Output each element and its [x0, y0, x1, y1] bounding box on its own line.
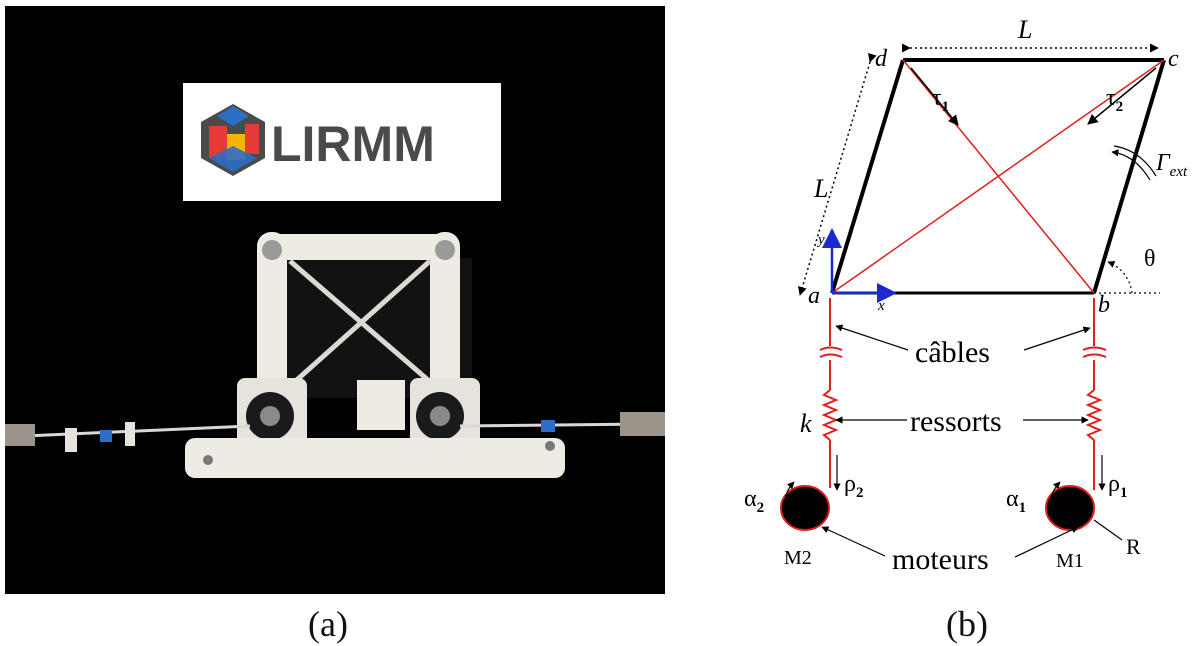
- cables-label: câbles: [915, 336, 990, 369]
- robot-photo-svg: LIRMM: [5, 83, 665, 478]
- x-axis-label: x: [877, 298, 885, 314]
- motor-m2-label: M2: [784, 547, 812, 569]
- lirmm-logo: LIRMM: [183, 83, 501, 201]
- alpha1-arrow: [1050, 481, 1061, 523]
- rho2-label: ρ2: [844, 471, 863, 501]
- y-axis-label: y: [816, 232, 825, 248]
- theta-label: θ: [1144, 246, 1156, 272]
- alpha2-label: α2: [744, 486, 764, 516]
- spring-right: [1085, 389, 1103, 441]
- spring-left: [821, 389, 839, 441]
- gamma-ext-label: Γext: [1155, 150, 1188, 180]
- motor-m1-label: M1: [1056, 550, 1084, 572]
- caption-a: (a): [308, 604, 348, 644]
- internal-cables: [831, 59, 1165, 294]
- schematic-diagram: d c a b L L τ1 τ2 Γext θ y x câbles ress…: [744, 15, 1188, 576]
- length-left-dimension: [798, 52, 877, 296]
- left-cable: [819, 298, 843, 488]
- alpha2-arrow: [784, 481, 795, 523]
- length-top-label: L: [1017, 15, 1032, 44]
- tau1-label: τ1: [932, 85, 949, 115]
- length-left-label: L: [813, 174, 828, 203]
- tau2-label: τ2: [1106, 85, 1123, 115]
- corner-label-d: d: [875, 46, 888, 72]
- corner-label-b: b: [1098, 292, 1110, 318]
- tau2-arrow: [1087, 67, 1157, 125]
- alpha1-label: α1: [1006, 486, 1026, 516]
- rho1-label: ρ1: [1108, 471, 1127, 501]
- caption-b: (b): [946, 604, 988, 644]
- radius-label: R: [1126, 534, 1141, 559]
- tau1-arrow: [910, 67, 959, 126]
- corner-label-a: a: [808, 283, 820, 309]
- corner-label-c: c: [1168, 46, 1179, 72]
- motor-m2: [780, 485, 830, 531]
- robot-photo: LIRMM: [5, 6, 665, 594]
- springs-label: ressorts: [910, 405, 1002, 438]
- right-cable: [1082, 298, 1107, 490]
- stiffness-label: k: [800, 409, 812, 438]
- robot-mechanism: [5, 232, 665, 478]
- logo-text: LIRMM: [271, 116, 435, 172]
- motor-m1: [1045, 485, 1095, 531]
- gamma-arrow: [1111, 149, 1151, 181]
- motors-label: moteurs: [892, 543, 989, 576]
- theta-arc: [1107, 260, 1133, 294]
